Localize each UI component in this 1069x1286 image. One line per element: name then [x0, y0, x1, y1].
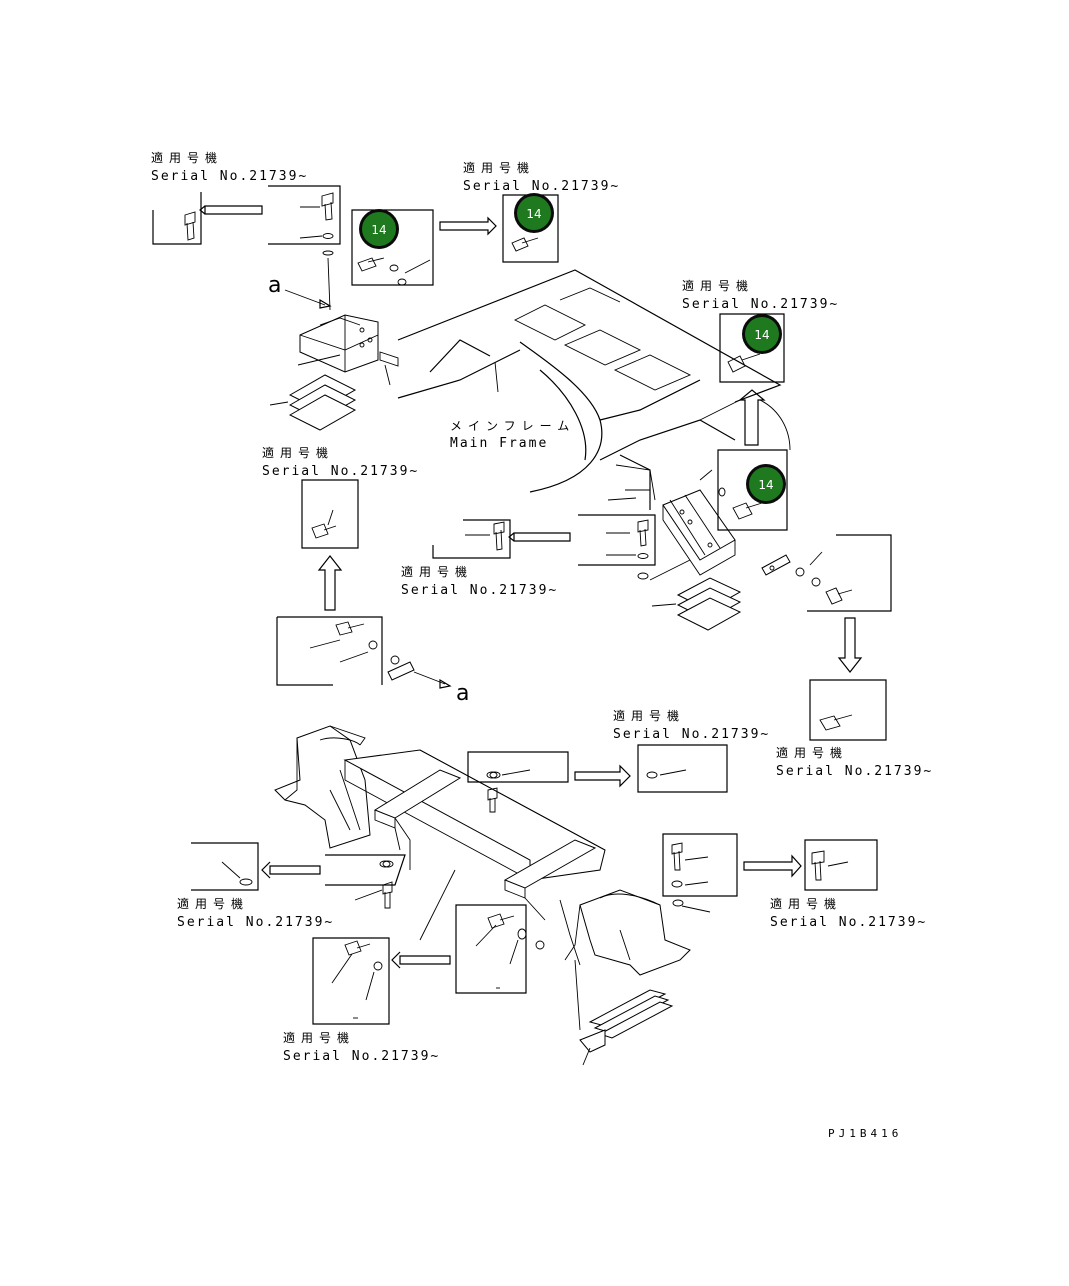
serial-label-bottom-right: 適用号機 Serial No.21739~	[770, 896, 927, 930]
rear-right-mount	[607, 464, 791, 631]
main-frame-label-jp: メインフレーム	[450, 419, 575, 433]
serial-label: Serial No.21739~	[682, 297, 839, 312]
detail-box-washer-right-center	[637, 744, 728, 793]
serial-label-lower-center: 適用号機 Serial No.21739~	[613, 708, 770, 742]
applicability-label-jp: 適用号機	[262, 445, 334, 460]
applicability-label-jp: 適用号機	[613, 708, 685, 723]
ref-letter-a: a	[268, 273, 281, 298]
callout-label: 14	[754, 328, 769, 342]
detail-box-bolt-washer-tl	[268, 185, 341, 245]
arrow-left-mid	[513, 532, 571, 542]
serial-label: Serial No.21739~	[262, 464, 419, 479]
arrow-down-right	[837, 617, 863, 673]
callout-14: 14	[746, 464, 786, 504]
arrow-head	[508, 532, 515, 542]
callout-14: 14	[514, 193, 554, 233]
serial-label-bottom-left: 適用号機 Serial No.21739~	[177, 896, 334, 930]
detail-box-bolt-tl	[152, 192, 202, 245]
detail-box-callout-right-lower	[699, 449, 788, 531]
serial-label-top-left: 適用号機 Serial No.21739~	[151, 150, 308, 184]
arrow-right-tc	[439, 216, 497, 236]
detail-box-bolt-lower-right	[809, 679, 887, 741]
ref-letter-a: a	[456, 681, 469, 706]
arrow-head	[199, 205, 206, 215]
equalizer-bar-drawing	[274, 725, 711, 1066]
applicability-label-jp: 適用号機	[770, 896, 842, 911]
arrow-up-mid-left	[317, 555, 343, 611]
detail-box-bolt-lower-far-right	[804, 839, 878, 891]
applicability-label-jp: 適用号機	[283, 1030, 355, 1045]
drawing-code: PJ1B416	[828, 1127, 902, 1140]
detail-box-bolt-washer-left: a	[276, 616, 469, 706]
callout-14: 14	[359, 209, 399, 249]
applicability-label-jp: 適用号機	[463, 160, 535, 175]
detail-box-bolt-washer-lower-right	[662, 833, 738, 897]
applicability-label-jp: 適用号機	[776, 745, 848, 760]
serial-label: Serial No.21739~	[613, 727, 770, 742]
detail-box-bolt-mid-center	[432, 519, 511, 559]
arrow-left-lower-left	[269, 865, 321, 875]
detail-box-bolt-washer-bottom-center	[455, 904, 527, 994]
detail-box-washer-center	[467, 751, 569, 783]
main-frame-label-en: Main Frame	[450, 436, 548, 451]
applicability-label-jp: 適用号機	[401, 564, 473, 579]
serial-label: Serial No.21739~	[151, 169, 308, 184]
serial-label-mid-left: 適用号機 Serial No.21739~	[262, 445, 419, 479]
front-left-mount: a	[268, 250, 399, 431]
detail-box-washer-lower-left	[191, 842, 259, 891]
arrow-head	[261, 861, 271, 879]
arrow-right-lower-center	[574, 764, 631, 788]
callout-label: 14	[526, 207, 541, 221]
detail-box-bolt-mid-left	[301, 479, 359, 549]
detail-box-callout-right-upper	[719, 313, 785, 383]
main-frame-drawing: メインフレーム Main Frame	[397, 269, 791, 510]
callout-label: 14	[758, 478, 773, 492]
serial-label: Serial No.21739~	[770, 915, 927, 930]
serial-label: Serial No.21739~	[177, 915, 334, 930]
serial-label: Serial No.21739~	[283, 1049, 440, 1064]
arrow-head	[391, 951, 401, 969]
arrow-up-right	[738, 389, 766, 446]
arrow-right-lower-right	[743, 854, 802, 878]
detail-box-callout-tc	[351, 209, 434, 286]
serial-label-top-right: 適用号機 Serial No.21739~	[682, 278, 839, 312]
arrow-left-bottom-center	[399, 955, 451, 965]
detail-box-bolt-washer-mid	[578, 514, 691, 581]
arrow-left-tl	[204, 205, 263, 215]
detail-box-bolt-washer-right	[795, 534, 892, 612]
applicability-label-jp: 適用号機	[682, 278, 754, 293]
serial-label: Serial No.21739~	[776, 764, 933, 779]
serial-label: Serial No.21739~	[401, 583, 558, 598]
serial-label-mid-center: 適用号機 Serial No.21739~	[401, 564, 558, 598]
serial-label-bottom-center: 適用号機 Serial No.21739~	[283, 1030, 440, 1064]
detail-box-bolt-washer-bottom-left	[312, 937, 390, 1025]
detail-box-washer-lower-left-bracket	[325, 854, 406, 886]
serial-label-lower-right: 適用号機 Serial No.21739~	[776, 745, 933, 779]
serial-label: Serial No.21739~	[463, 179, 620, 194]
applicability-label-jp: 適用号機	[177, 896, 249, 911]
callout-label: 14	[371, 223, 386, 237]
serial-label-top-center: 適用号機 Serial No.21739~	[463, 160, 620, 194]
applicability-label-jp: 適用号機	[151, 150, 223, 165]
callout-14: 14	[742, 314, 782, 354]
